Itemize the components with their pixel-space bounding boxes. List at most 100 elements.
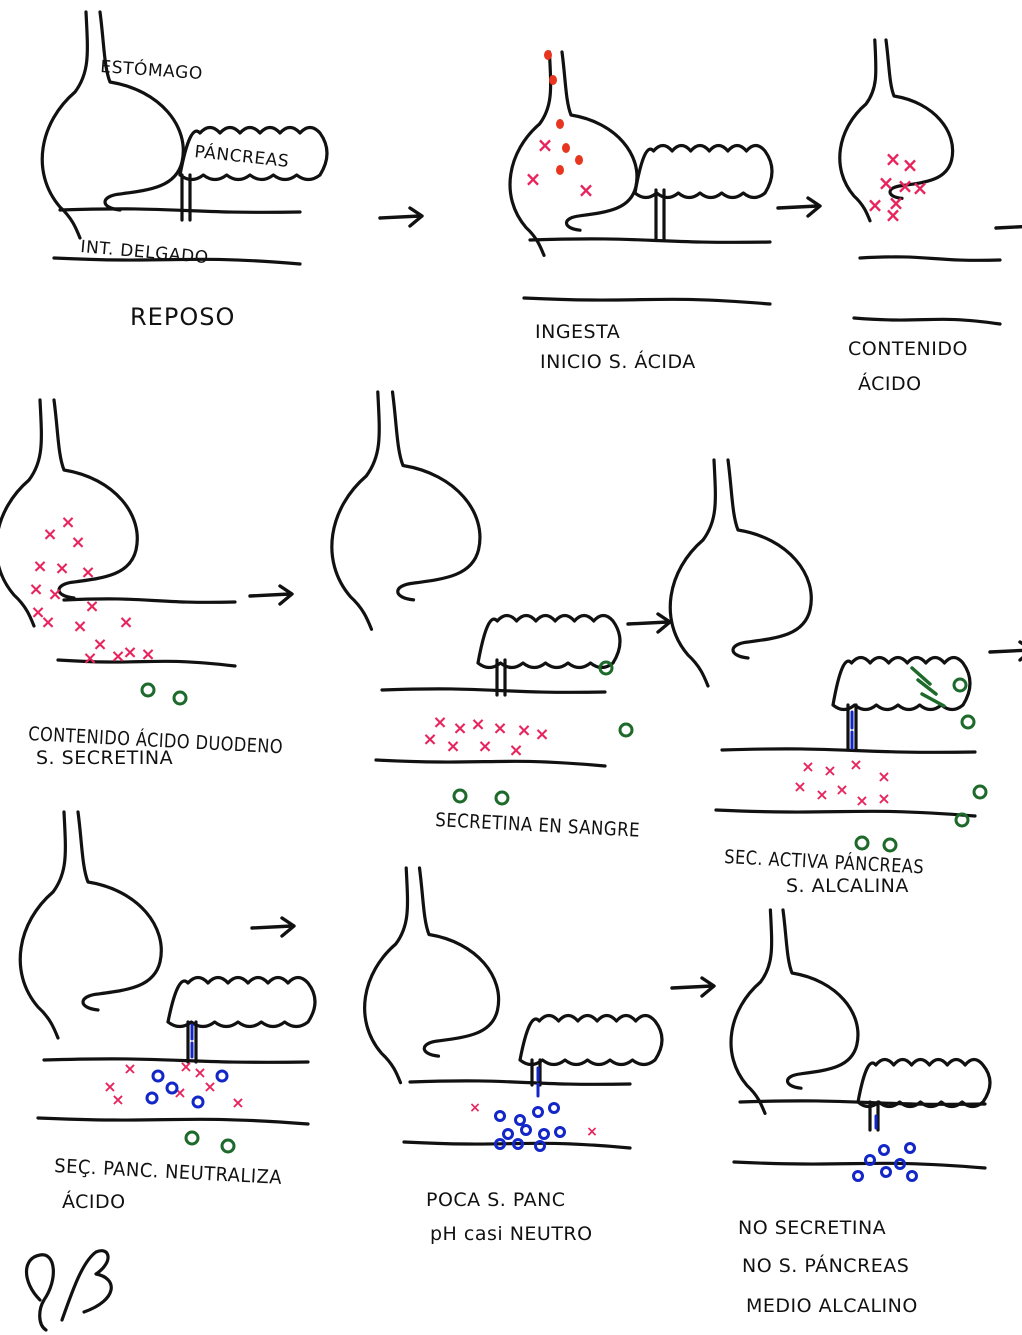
panel-8-drawing — [365, 868, 662, 1148]
step-9-line-3: MEDIO ALCALINO — [746, 1295, 918, 1317]
acid-mark: × — [525, 167, 542, 191]
acid-mark: × — [118, 612, 133, 633]
alkaline-dot — [193, 1097, 203, 1107]
alkaline-dot — [866, 1156, 875, 1165]
panel-7-drawing — [20, 812, 315, 1124]
secretin-dot — [856, 837, 868, 849]
step-4-caption: CONTENIDO ÁCIDO DUODENO S. SECRETINA — [28, 722, 284, 769]
secretin-dot — [142, 684, 154, 696]
arrow-5 — [628, 614, 670, 632]
acid-mark: × — [42, 524, 57, 545]
alkaline-dot — [906, 1144, 915, 1153]
signature — [27, 1251, 112, 1330]
acid-mark: × — [111, 1090, 124, 1109]
arrow-3 — [996, 218, 1022, 236]
secretin-dot — [496, 792, 508, 804]
alkaline-dot — [167, 1083, 177, 1093]
acid-mark: × — [203, 1077, 216, 1096]
organ-drawings — [0, 12, 1000, 1168]
arrow-1 — [380, 208, 422, 226]
step-3-line-2: ÁCIDO — [858, 372, 922, 395]
food-particle — [556, 165, 564, 175]
step-1-caption: REPOSO — [130, 303, 235, 331]
step-8-line-1: POCA S. PANC — [426, 1189, 566, 1211]
acid-mark: × — [231, 1093, 244, 1112]
acid-mark: × — [60, 512, 75, 533]
arrow-7 — [252, 918, 294, 936]
acid-mark: × — [40, 612, 55, 633]
acid-mark: × — [912, 176, 929, 200]
acid-mark: × — [835, 780, 848, 799]
food-particle — [575, 155, 583, 165]
acid-mark: × — [469, 1100, 481, 1116]
alkaline-dot — [217, 1071, 227, 1081]
step-1-line-1: REPOSO — [130, 303, 235, 331]
alkaline-dot — [522, 1126, 531, 1135]
acid-mark: × — [47, 584, 62, 605]
arrow-2 — [778, 198, 820, 216]
secretin-on-pancreas — [912, 668, 944, 706]
secretin-dot — [884, 839, 896, 851]
acid-mark: × — [84, 596, 99, 617]
step-7-line-2: ÁCIDO — [62, 1190, 126, 1213]
alkaline-dot — [880, 1146, 889, 1155]
alkaline-dot — [908, 1172, 917, 1181]
acid-mark: × — [885, 147, 902, 171]
acid-mark: × — [422, 729, 437, 750]
acid-mark: × — [578, 178, 595, 202]
step-6-line-2: S. ALCALINA — [786, 875, 909, 897]
arrow-4 — [250, 586, 292, 604]
step-2-line-1: INGESTA — [535, 321, 620, 343]
secretin-dot — [974, 786, 986, 798]
step-8-caption: POCA S. PANC pH casi NEUTRO — [426, 1189, 593, 1245]
step-5-line-1: SECRETINA EN SANGRE — [435, 809, 641, 842]
panel-9-drawing — [731, 910, 990, 1168]
acid-mark: × — [537, 133, 554, 157]
acid-mark: × — [885, 203, 902, 227]
acid-mark: × — [82, 648, 97, 669]
alkaline-dot — [536, 1142, 545, 1151]
label-intestine: INT. DELGADO — [80, 237, 210, 268]
step-7-caption: SEÇ. PANC. NEUTRALIZA ÁCIDO — [54, 1155, 283, 1213]
step-6-caption: SEC. ACTIVA PÁNCREAS S. ALCALINA — [724, 845, 925, 897]
step-4-line-2: S. SECRETINA — [36, 747, 173, 769]
alkaline-dot — [516, 1116, 525, 1125]
secretin-dot — [222, 1140, 234, 1152]
secretin-dot — [454, 790, 466, 802]
food-particle — [549, 75, 557, 85]
acid-mark: × — [877, 767, 890, 786]
acid-mark: × — [867, 193, 884, 217]
panel-2-drawing — [510, 52, 772, 304]
step-5-caption: SECRETINA EN SANGRE — [435, 809, 641, 842]
acid-mark: × — [179, 1057, 192, 1076]
step-3-line-1: CONTENIDO — [848, 338, 968, 360]
acid-mark: × — [70, 532, 85, 553]
step-8-line-2: pH casi NEUTRO — [430, 1223, 593, 1245]
arrow-6 — [990, 642, 1022, 660]
acid-mark: × — [801, 757, 814, 776]
alkaline-dot — [556, 1128, 565, 1137]
food-particle — [544, 50, 552, 60]
acid-mark: × — [508, 740, 523, 761]
alkaline-dot — [496, 1112, 505, 1121]
step-3-caption: CONTENIDO ÁCIDO — [848, 338, 968, 395]
acid-mark: × — [110, 646, 125, 667]
label-pancreas: PÁNCREAS — [193, 140, 290, 172]
alkaline-dot — [550, 1104, 559, 1113]
secretin-dot — [962, 716, 974, 728]
step-9-line-1: NO SECRETINA — [738, 1217, 886, 1239]
acid-mark: × — [123, 1059, 136, 1078]
acid-mark: × — [32, 556, 47, 577]
alkaline-dot — [534, 1108, 543, 1117]
acid-mark: × — [140, 644, 155, 665]
acid-mark: × — [72, 616, 87, 637]
food-particle — [562, 143, 570, 153]
alkaline-dot — [153, 1071, 163, 1081]
food-particle — [556, 119, 564, 129]
acid-mark: × — [877, 789, 890, 808]
acid-mark: × — [793, 777, 806, 796]
step-9-line-2: NO S. PÁNCREAS — [742, 1254, 909, 1277]
acid-mark: × — [470, 714, 485, 735]
alkaline-dot — [854, 1172, 863, 1181]
